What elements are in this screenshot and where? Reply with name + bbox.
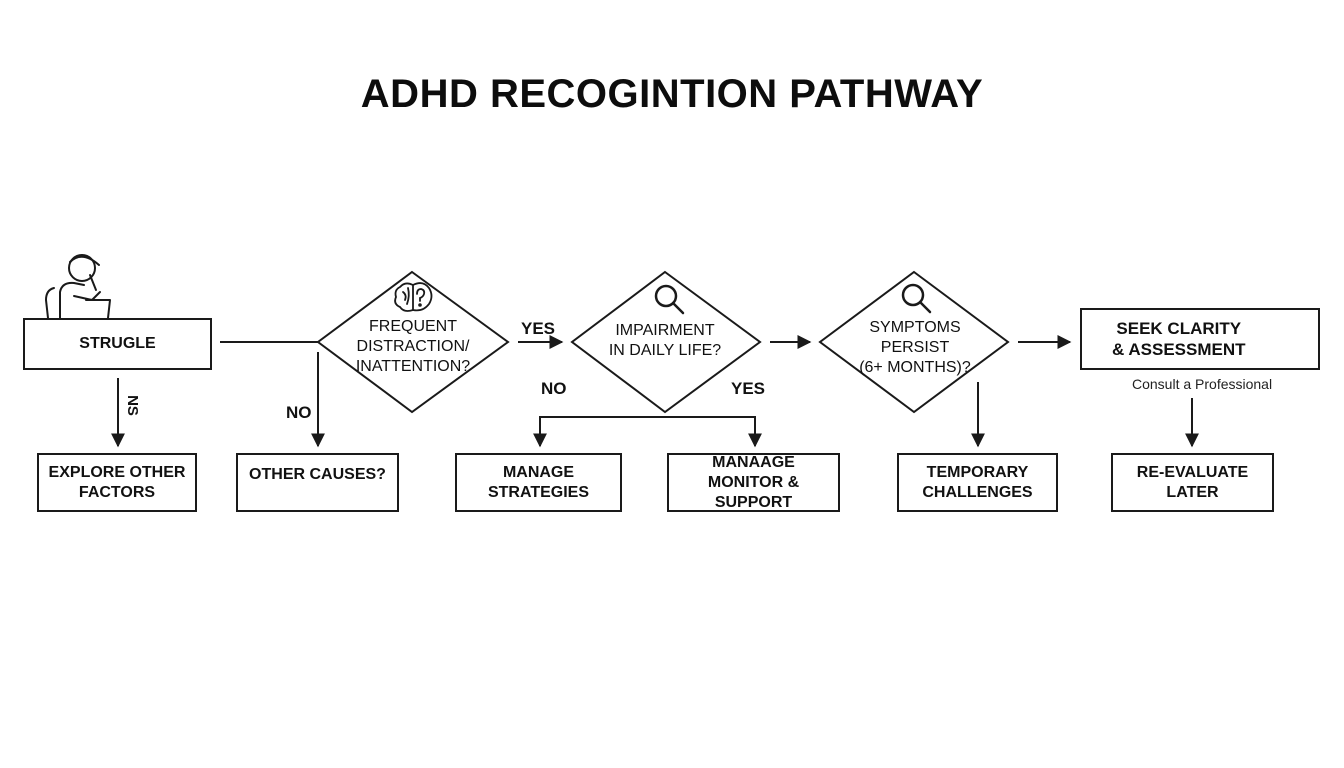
monitor-line-2: MONITOR & SUPPORT xyxy=(707,473,800,511)
seek-line-1: SEEK CLARITY xyxy=(1116,319,1242,338)
manage-line-2: STRATEGIES xyxy=(487,483,590,501)
decision-q1-diamond xyxy=(316,270,510,414)
manage-strategies-box: MANAGE STRATEGIES xyxy=(455,453,622,512)
q3-line-2: PERSIST xyxy=(880,339,950,356)
q1-line-2: DISTRACTION/ xyxy=(356,338,470,355)
edge-label-q2-no: NO xyxy=(541,379,567,398)
edge-label-q2-yes: YES xyxy=(731,379,766,398)
person-at-laptop-icon xyxy=(45,254,111,319)
temporary-line-1: TEMPORARY xyxy=(926,463,1029,481)
other-causes-label: OTHER CAUSES? xyxy=(249,466,386,483)
decision-q2-text: IMPAIRMENT IN DAILY LIFE? xyxy=(592,321,738,361)
q1-line-3: INATTENTION? xyxy=(355,358,471,375)
temporary-line-2: CHALLENGES xyxy=(922,483,1033,501)
decision-q3-diamond xyxy=(818,270,1010,414)
q3-line-1: SYMPTOMS xyxy=(869,319,961,336)
q2-line-2: IN DAILY LIFE? xyxy=(608,342,722,359)
explore-line-1: EXPLORE OTHER xyxy=(48,463,186,481)
q2-line-1: IMPAIRMENT xyxy=(615,322,715,339)
other-causes-box: OTHER CAUSES? xyxy=(236,453,399,512)
monitor-line-1: MANAAGE xyxy=(712,453,795,471)
magnifier-icon xyxy=(901,283,932,314)
magnifier-icon xyxy=(654,284,685,315)
edge-label-q1-yes: YES xyxy=(521,319,556,338)
q3-line-3: (6+ MONTHS)? xyxy=(859,359,971,376)
struggle-box: STRUGLE xyxy=(23,318,212,370)
decision-q2-diamond xyxy=(570,270,762,414)
edge-label-q1-no: NO xyxy=(286,403,312,422)
monitor-support-box: MANAAGE MONITOR & SUPPORT xyxy=(667,453,840,512)
page-title: ADHD RECOGINTION PATHWAY xyxy=(360,72,984,116)
decision-q1-text: FREQUENT DISTRACTION/ INATTENTION? xyxy=(338,317,488,377)
manage-line-1: MANAGE xyxy=(502,463,575,481)
seek-clarity-box: SEEK CLARITY & ASSESSMENT xyxy=(1080,308,1320,370)
edge-q2-split xyxy=(539,416,756,446)
re-evaluate-later-box: RE-EVALUATE LATER xyxy=(1111,453,1274,512)
decision-q3-text: SYMPTOMS PERSIST (6+ MONTHS)? xyxy=(842,318,988,378)
edge-label-struggle-down: NS xyxy=(123,395,141,416)
seek-line-2: & ASSESSMENT xyxy=(1112,340,1246,359)
seek-subtitle: Consult a Professional xyxy=(1132,376,1273,392)
q1-line-1: FREQUENT xyxy=(369,318,457,335)
struggle-label: STRUGLE xyxy=(79,335,156,352)
brain-question-icon xyxy=(394,282,433,312)
reevaluate-line-2: LATER xyxy=(1166,483,1219,501)
explore-other-factors-box: EXPLORE OTHER FACTORS xyxy=(37,453,197,512)
reevaluate-line-1: RE-EVALUATE xyxy=(1136,463,1249,481)
temporary-challenges-box: TEMPORARY CHALLENGES xyxy=(897,453,1058,512)
explore-line-2: FACTORS xyxy=(78,483,156,501)
